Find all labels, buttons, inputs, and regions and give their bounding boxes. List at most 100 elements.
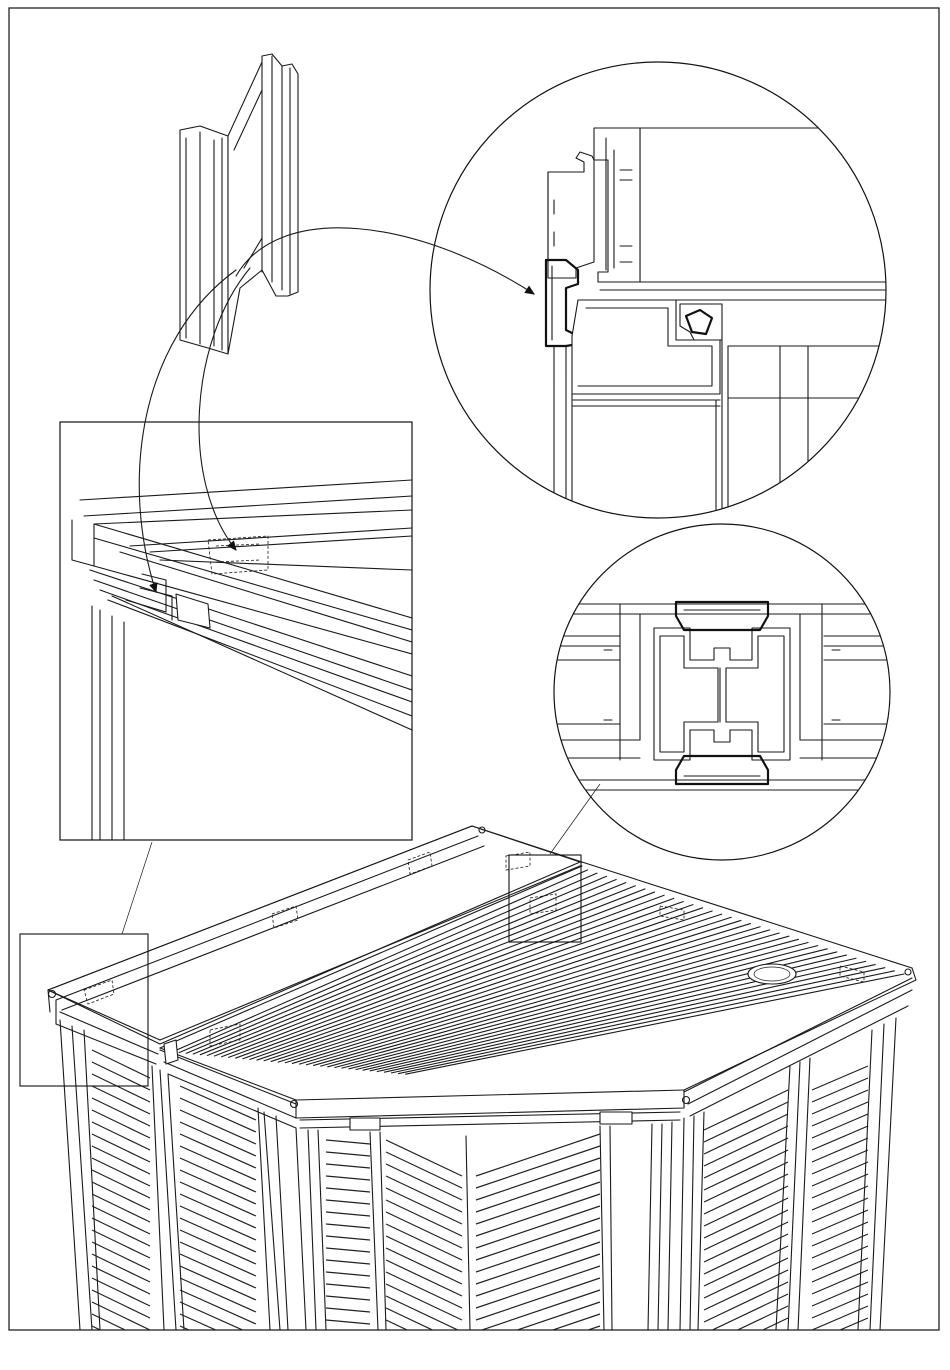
wall-slat [92,1098,150,1126]
wall-slat [326,1332,370,1336]
wall-slat [326,1176,370,1180]
wall-slat [92,1338,150,1366]
wall-slat [704,1186,788,1226]
wall-slat [326,1188,370,1192]
wall-slat [812,1162,868,1186]
wall-slat [92,1134,150,1162]
wall-slat [326,1344,370,1348]
wall-slat [326,1212,370,1216]
wall-slat [476,1230,600,1272]
wall-slat [326,1224,370,1228]
wall-slat [326,1152,370,1156]
wall-slat [92,1350,150,1370]
wall-slat [92,1218,150,1246]
wall-slat [180,1362,256,1370]
wall-slat [92,1182,150,1210]
wall-slat [92,1146,150,1174]
wall-slat [704,1258,788,1298]
wall-slat [326,1296,370,1300]
wall-slat [476,1206,600,1248]
wall-slat [704,1342,788,1370]
wall-slat [476,1254,600,1296]
wall-slat [812,1186,868,1210]
wall-slat [476,1278,600,1320]
wall-slat [326,1260,370,1264]
wall-slat [812,1138,868,1162]
wall-slat [704,1270,788,1310]
wall-slat [476,1194,600,1236]
wall-slat [326,1200,370,1204]
wall-slat [812,1150,868,1174]
roof-rib [391,968,884,1073]
wall-slat [92,1314,150,1342]
wall-slat [812,1066,868,1090]
wall-slat [812,1306,868,1330]
cross-section-top [430,62,900,520]
wall-slat [812,1090,868,1114]
wall-slat [476,1170,600,1212]
wall-slat [812,1114,868,1138]
wall-slat [704,1102,788,1142]
wall-slat [704,1282,788,1322]
wall-slat [326,1320,370,1324]
wall-slat [704,1294,788,1334]
wall-slat [92,1122,150,1150]
wall-slat [812,1258,868,1282]
wall-slat [704,1150,788,1190]
wall-slat [812,1222,868,1246]
wall-slat [180,1326,256,1360]
wall-slat [326,1236,370,1240]
wall-slat [92,1158,150,1186]
wall-slat [180,1338,256,1370]
wall-slat [704,1246,788,1286]
wall-slat [812,1210,868,1234]
wall-slat [704,1210,788,1250]
wall-slat [476,1242,600,1284]
wall-slat [386,1332,462,1368]
wall-slat [92,1110,150,1138]
wall-slat [326,1164,370,1168]
wall-slat [476,1302,600,1344]
wall-slat [476,1290,600,1332]
front-wall-slats [326,1134,600,1370]
wall-slat [812,1246,868,1270]
wall-slat [812,1234,868,1258]
wall-slat [92,1074,150,1102]
right-wall-slats [704,1066,868,1370]
wall-slat [476,1158,600,1200]
wall-slat [92,1254,150,1282]
wall-slat [92,1266,150,1294]
wall-slat [812,1078,868,1102]
wall-slat [326,1284,370,1288]
wall-slat [704,1222,788,1262]
wall-slat [704,1330,788,1370]
wall-slat [704,1198,788,1238]
wall-slat [92,1230,150,1258]
roof-rib [406,974,904,1074]
wall-slat [812,1126,868,1150]
wall-slat [326,1272,370,1276]
corner-closeup [60,422,412,840]
wall-slat [92,1050,150,1078]
cross-section-middle [540,524,900,860]
wall-slat [92,1194,150,1222]
wall-slat [704,1090,788,1130]
wall-slat [704,1114,788,1154]
wall-slat [92,1290,150,1318]
wall-slat [704,1138,788,1178]
wall-slat [704,1162,788,1202]
wall-slat [476,1338,600,1370]
wall-slat [92,1170,150,1198]
wall-slat [704,1234,788,1274]
wall-slat [704,1318,788,1358]
wall-slat [92,1278,150,1306]
wall-slat [326,1140,370,1144]
wall-slat [812,1174,868,1198]
profile-piece [180,54,298,354]
wall-slat [326,1248,370,1252]
wall-slat [704,1126,788,1166]
wall-slat [476,1182,600,1224]
wall-slat [92,1206,150,1234]
